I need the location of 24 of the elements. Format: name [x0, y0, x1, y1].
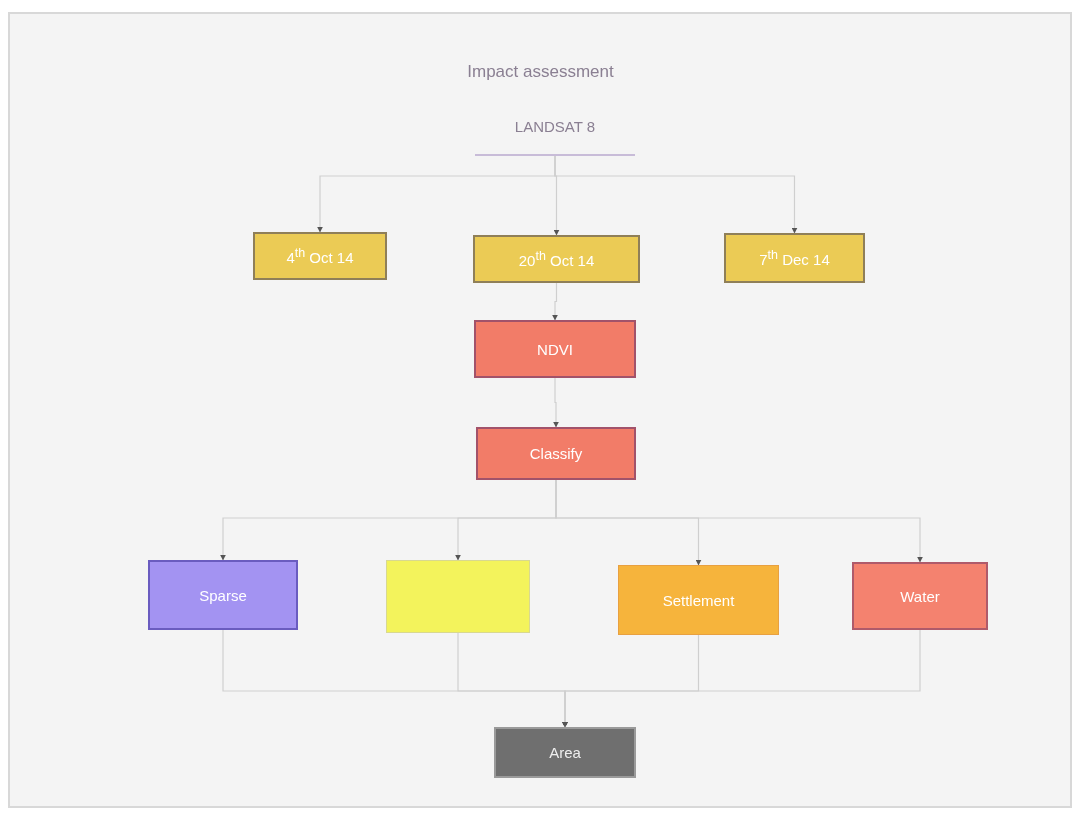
class-box — [618, 565, 779, 635]
box-label: 20$^{th}$ Oct 14 — [518, 249, 595, 269]
class-box — [852, 562, 988, 630]
box-label: Classify — [529, 445, 583, 462]
box-label: LANDSAT 8 — [514, 118, 596, 135]
connector-arrow — [553, 377, 559, 428]
process-box — [474, 320, 636, 378]
box-label: NDVI — [537, 340, 573, 358]
process-box — [476, 427, 636, 480]
box-label: 7$^{th}$ Dec 14 — [759, 248, 830, 268]
box-label: Settlement — [662, 591, 735, 609]
box-label: 4$^{th}$ Oct 14 — [286, 246, 354, 266]
date-box — [473, 235, 640, 283]
box-label: Area — [549, 744, 581, 761]
date-box — [724, 233, 865, 283]
connector-arrow — [562, 629, 921, 728]
box-label: Water — [900, 587, 940, 605]
connector-arrow — [552, 282, 558, 321]
diagram-title: Impact assessment — [467, 62, 614, 82]
result-box — [494, 727, 636, 778]
empty-box — [386, 560, 530, 633]
box-label: Sparse — [199, 586, 247, 604]
class-box — [148, 560, 298, 630]
date-box — [253, 232, 387, 280]
